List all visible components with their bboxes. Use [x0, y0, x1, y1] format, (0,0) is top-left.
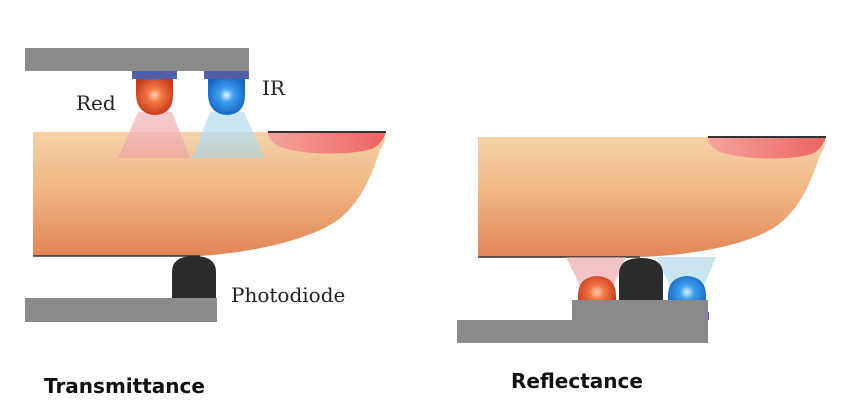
- finger-left: [33, 132, 385, 256]
- fingernail-left: [268, 132, 386, 154]
- reflectance-base: [457, 320, 708, 343]
- caption-reflectance: Reflectance: [511, 369, 643, 393]
- red-light-beam: [118, 112, 190, 158]
- label-red: Red: [76, 91, 116, 115]
- photodiode-right-icon: [619, 258, 663, 300]
- reflectance-base-step: [572, 300, 708, 320]
- fingernail-right: [708, 137, 826, 159]
- reflectance-setup: Reflectance: [457, 136, 826, 393]
- label-ir: IR: [262, 76, 286, 100]
- ir-led-icon: [204, 71, 249, 115]
- ir-light-beam: [192, 112, 265, 158]
- bottom-housing: [25, 298, 217, 322]
- red-led-icon: [132, 71, 177, 115]
- transmittance-setup: Red IR Photodiode Transmittance: [25, 48, 386, 398]
- finger-right: [478, 137, 825, 257]
- photodiode-icon: [172, 256, 216, 298]
- caption-transmittance: Transmittance: [44, 374, 205, 398]
- label-photodiode: Photodiode: [231, 283, 345, 307]
- top-housing: [25, 48, 249, 71]
